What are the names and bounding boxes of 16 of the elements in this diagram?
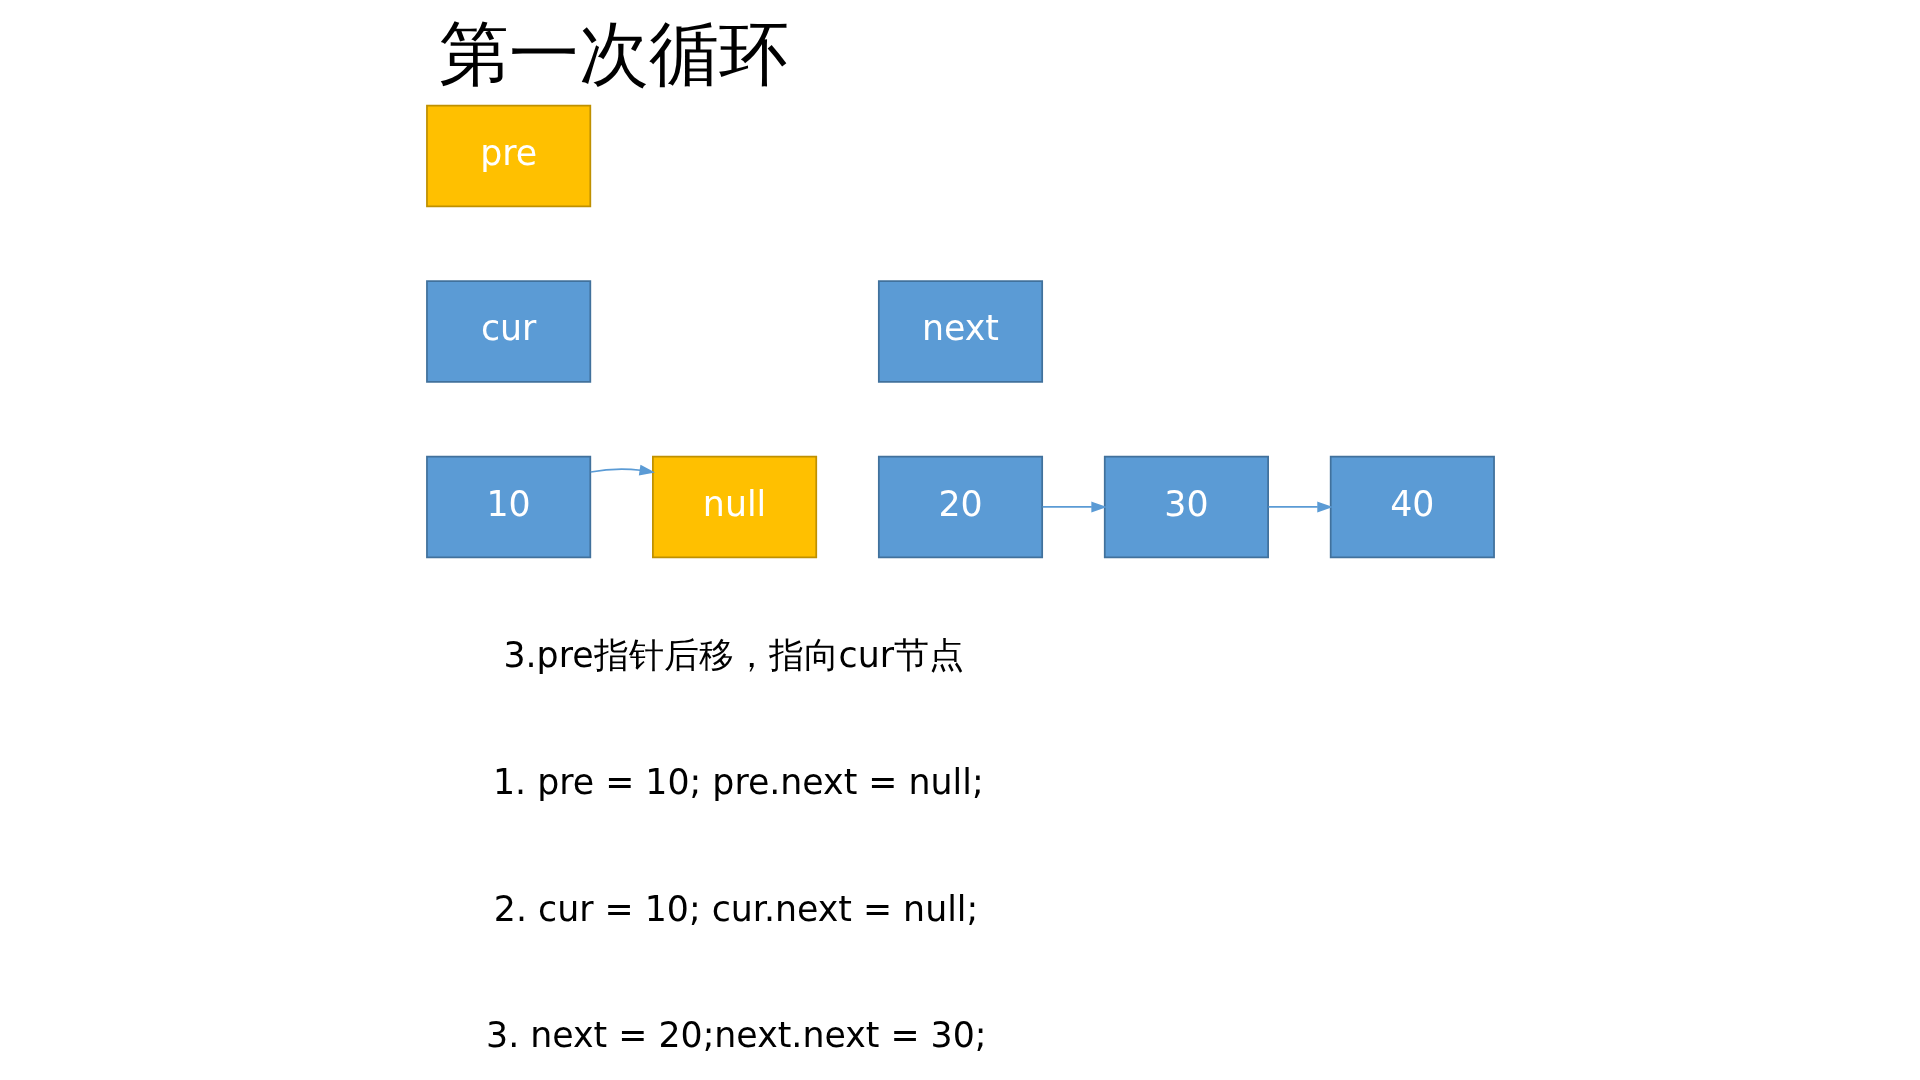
label: 3.pre指针后移，指向cur节点 (502, 634, 964, 675)
label: 1. pre = 10; pre.next = null; (492, 761, 984, 802)
arrow (589, 464, 655, 476)
diagram-title: 第一次循环 (438, 12, 789, 94)
node-box: next (877, 280, 1043, 383)
label: 2. cur = 10; cur.next = null; (493, 888, 978, 929)
node-box: null (651, 455, 817, 559)
node-box: 20 (877, 455, 1043, 559)
label: 3. next = 20;next.next = 30; (485, 1015, 987, 1056)
node-box: cur (425, 280, 591, 383)
arrow (1267, 501, 1333, 513)
node-box: 10 (425, 455, 591, 559)
arrow (1041, 501, 1107, 513)
node-box: 40 (1329, 455, 1495, 559)
node-box: 30 (1103, 455, 1269, 559)
node-box: pre (425, 104, 591, 208)
